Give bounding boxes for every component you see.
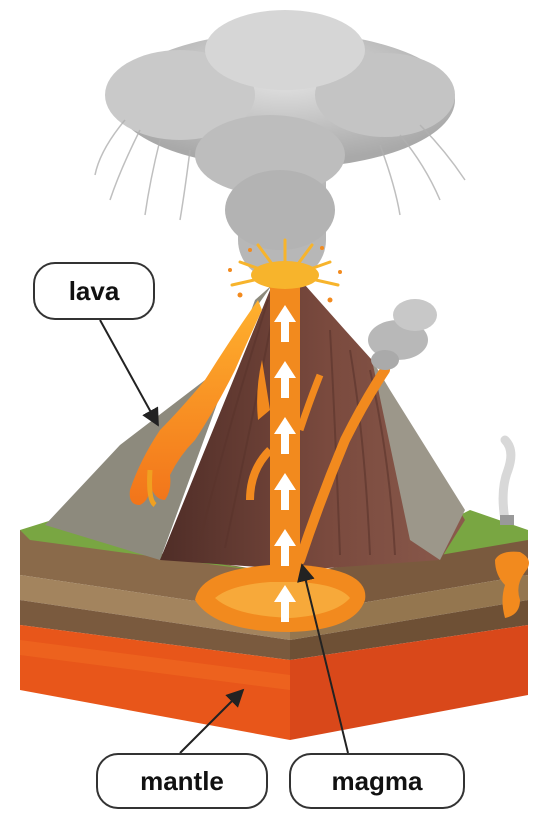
- ash-cloud: [95, 10, 465, 280]
- mantle-label: mantle: [96, 753, 268, 809]
- magma-label: magma: [289, 753, 465, 809]
- lava-label: lava: [33, 262, 155, 320]
- small-steam-vent: [500, 440, 514, 525]
- lava-pointer: [100, 320, 158, 425]
